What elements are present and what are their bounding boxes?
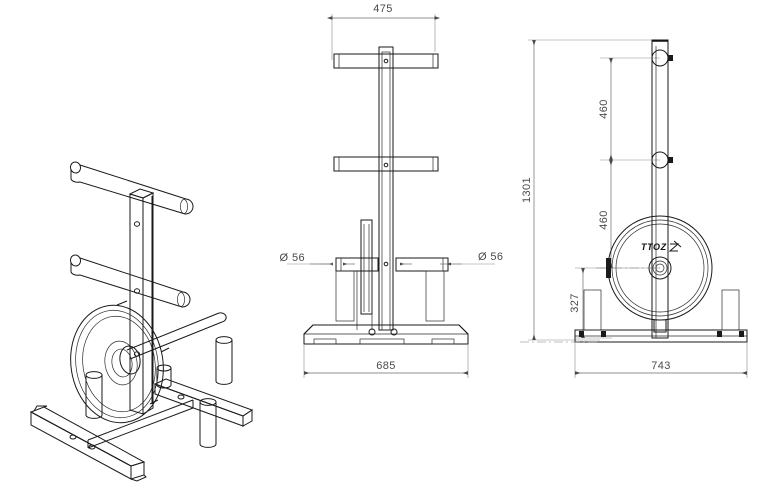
dimension-label-685: 685 <box>376 360 396 372</box>
front-view: 475 <box>280 3 503 378</box>
side-base-rail <box>520 289 747 342</box>
dimension-upper-spacing: 460 <box>598 57 660 161</box>
side-weight-plate: TTOZ <box>596 216 712 332</box>
dimension-label-left-peg-diameter: Ø 56 <box>280 252 305 264</box>
isometric-view <box>31 161 252 481</box>
dimension-label-475: 475 <box>373 3 393 15</box>
dimension-label-327: 327 <box>569 293 581 313</box>
side-upright-post <box>652 40 673 338</box>
weight-plate <box>62 299 171 430</box>
front-right-peg: Ø 56 <box>396 251 503 322</box>
dimension-label-1301: 1301 <box>521 177 533 203</box>
dimension-base-depth: 743 <box>574 342 748 378</box>
dimension-label-460-lower: 460 <box>598 210 610 230</box>
dimension-base-width: 685 <box>303 344 469 378</box>
side-view: 1301 460 460 327 <box>520 40 747 378</box>
plate-logo-text: TTOZ <box>641 242 667 252</box>
plate-logo: TTOZ <box>641 241 681 252</box>
dimension-overall-height: 1301 <box>521 39 664 341</box>
front-weight-plate-edge <box>361 220 372 314</box>
base-frame <box>31 379 252 481</box>
middle-cross-bar <box>69 254 190 307</box>
lower-peg <box>127 313 226 359</box>
dimension-plate-height: 327 <box>569 267 612 339</box>
front-top-cross-bar <box>334 47 438 68</box>
front-left-peg: Ø 56 <box>280 252 378 322</box>
base-pegs <box>86 337 232 448</box>
dimension-label-460-upper: 460 <box>598 99 610 119</box>
dimension-label-743: 743 <box>651 360 671 372</box>
dimension-top-width: 475 <box>326 3 441 60</box>
top-cross-bar <box>69 161 193 214</box>
dimension-label-right-peg-diameter: Ø 56 <box>478 251 503 263</box>
front-middle-cross-bar <box>334 157 438 171</box>
upright-post <box>130 189 153 414</box>
